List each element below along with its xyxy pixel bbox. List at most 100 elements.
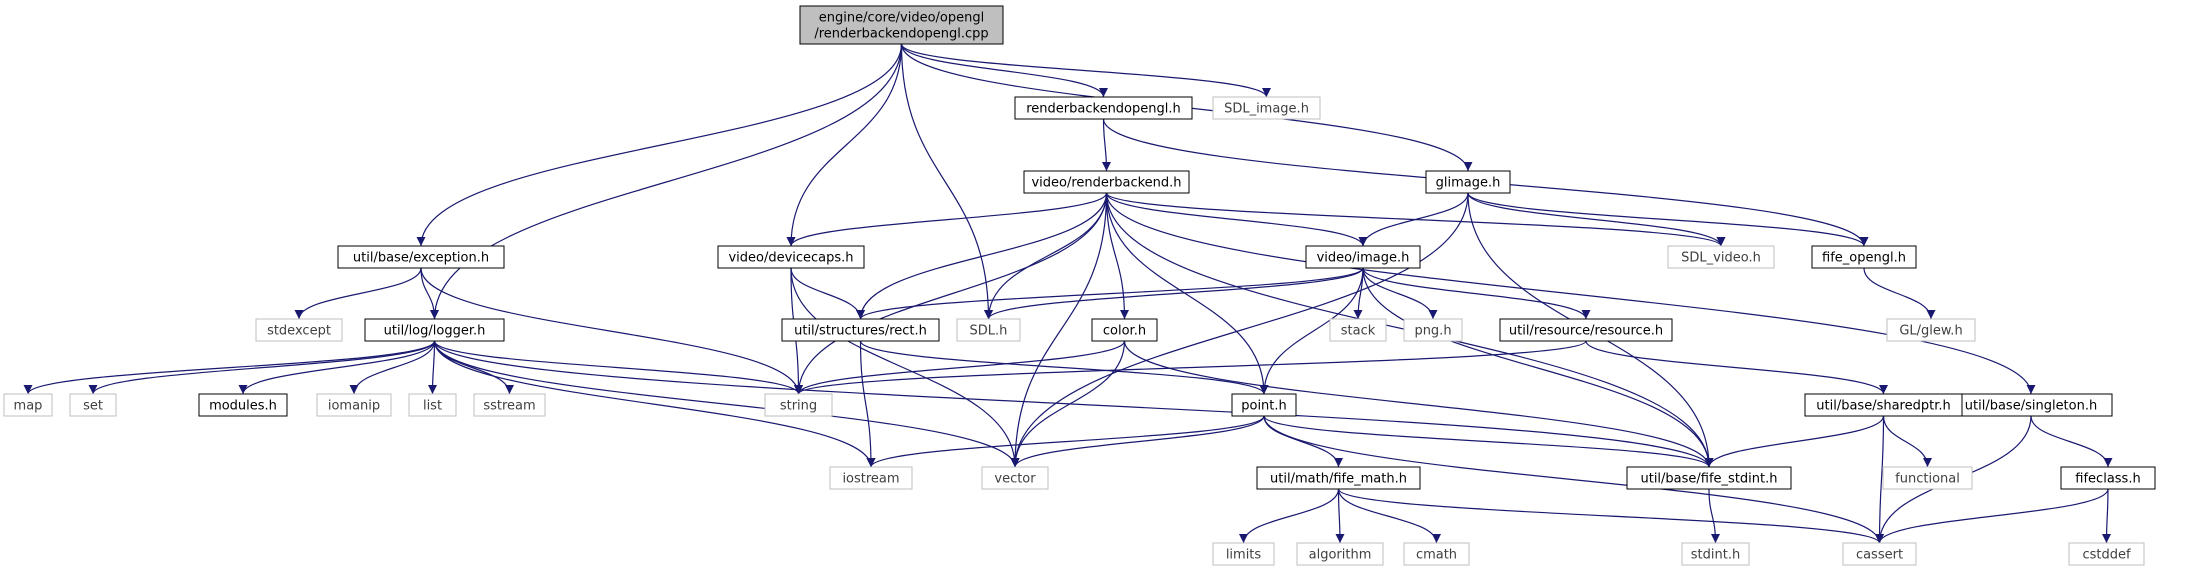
edge-util_resource_resource_h-to-string	[794, 340, 1587, 395]
node-box-list	[408, 393, 457, 417]
node-map: map	[3, 393, 53, 417]
node-video_image_h[interactable]: video/image.h	[1305, 245, 1421, 269]
node-gl_glew_h: GL/glew.h	[1886, 318, 1976, 342]
edge-util_math_fife_math_h-to-cmath	[1337, 488, 1441, 544]
node-label-util_log_logger_h: util/log/logger.h	[384, 324, 486, 339]
edge-util_base_exception_h-to-string	[420, 267, 803, 395]
node-label-stack: stack	[1341, 324, 1376, 339]
edge-util_log_logger_h-to-modules_h	[238, 340, 436, 395]
edge-video_renderbackend_h-to-video_devicecaps_h	[786, 192, 1108, 247]
node-point_h[interactable]: point.h	[1231, 393, 1297, 417]
node-fife_opengl_h[interactable]: fife_opengl.h	[1811, 245, 1917, 269]
edge-util_log_logger_h-to-iostream	[433, 340, 876, 468]
node-util_base_singleton_h[interactable]: util/base/singleton.h	[1949, 393, 2113, 417]
node-sstream: sstream	[473, 393, 546, 417]
node-box-cassert	[1842, 542, 1917, 566]
node-set: set	[69, 393, 117, 417]
node-stdint_h: stdint.h	[1681, 542, 1750, 566]
node-video_renderbackend_h[interactable]: video/renderbackend.h	[1023, 170, 1190, 194]
node-box-util_resource_resource_h	[1499, 318, 1673, 342]
edge-util_base_sharedptr_h-to-cassert	[1875, 415, 1885, 544]
node-box-point_h	[1231, 393, 1297, 417]
node-label-glimage_h: glimage.h	[1436, 176, 1501, 191]
edge-fifeclass_h-to-cassert	[1875, 488, 2109, 544]
edge-video_image_h-to-png_h	[1362, 267, 1438, 320]
edge-root-to-sdl_image_h	[900, 43, 1271, 98]
edge-util_resource_resource_h-to-util_base_sharedptr_h	[1585, 340, 1888, 395]
node-box-fifeclass_h	[2060, 466, 2156, 490]
node-fifeclass_h[interactable]: fifeclass.h	[2060, 466, 2156, 490]
node-color_h[interactable]: color.h	[1091, 318, 1158, 342]
edge-root-to-sdl_h	[900, 43, 993, 320]
edge-point_h-to-vector	[1010, 415, 1265, 468]
node-modules_h[interactable]: modules.h	[198, 393, 288, 417]
node-stack: stack	[1329, 318, 1387, 342]
edge-glimage_h-to-fife_opengl_h	[1467, 192, 1869, 247]
node-iostream: iostream	[829, 466, 913, 490]
node-label-limits: limits	[1226, 548, 1262, 563]
edge-util_math_fife_math_h-to-limits	[1239, 488, 1340, 544]
edge-util_base_sharedptr_h-to-functional	[1882, 415, 1932, 468]
edge-util_math_fife_math_h-to-algorithm	[1335, 488, 1345, 544]
node-box-util_math_fife_math_h	[1256, 466, 1421, 490]
edge-video_renderbackend_h-to-string	[794, 192, 1108, 395]
node-sdl_h: SDL.h	[956, 318, 1021, 342]
node-label-util_structures_rect_h: util/structures/rect.h	[794, 324, 927, 339]
edge-video_image_h-to-point_h	[1259, 267, 1364, 395]
edge-fifeclass_h-to-cstddef	[2102, 488, 2112, 544]
node-root[interactable]: engine/core/video/opengl/renderbackendop…	[799, 5, 1004, 45]
node-label-stdexcept: stdexcept	[267, 324, 331, 339]
edge-video_renderbackend_h-to-vector	[1010, 192, 1108, 468]
edge-util_log_logger_h-to-iomanip	[349, 340, 436, 395]
node-util_base_fife_stdint_h[interactable]: util/base/fife_stdint.h	[1626, 466, 1792, 490]
node-box-cmath	[1403, 542, 1470, 566]
edge-util_base_singleton_h-to-fifeclass_h	[2030, 415, 2113, 468]
node-glimage_h[interactable]: glimage.h	[1425, 170, 1511, 194]
edge-util_math_fife_math_h-to-cassert	[1337, 488, 1884, 544]
node-util_resource_resource_h[interactable]: util/resource/resource.h	[1499, 318, 1673, 342]
edge-glimage_h-to-video_image_h	[1358, 192, 1469, 247]
edge-util_log_logger_h-to-list	[428, 340, 438, 395]
edge-video_renderbackend_h-to-video_image_h	[1105, 192, 1368, 247]
node-box-video_devicecaps_h	[717, 245, 865, 269]
edge-point_h-to-cassert	[1263, 415, 1884, 544]
node-util_structures_rect_h[interactable]: util/structures/rect.h	[781, 318, 940, 342]
node-box-util_log_logger_h	[364, 318, 505, 342]
node-list: list	[408, 393, 457, 417]
node-label-util_math_fife_math_h: util/math/fife_math.h	[1270, 472, 1407, 487]
node-util_base_sharedptr_h[interactable]: util/base/sharedptr.h	[1804, 393, 1963, 417]
node-label-color_h: color.h	[1103, 324, 1146, 339]
node-box-sdl_image_h	[1212, 96, 1321, 120]
node-util_log_logger_h[interactable]: util/log/logger.h	[364, 318, 505, 342]
node-box-sdl_h	[956, 318, 1021, 342]
node-label-fife_opengl_h: fife_opengl.h	[1822, 251, 1906, 266]
node-box-renderbackendopengl_h	[1014, 96, 1193, 120]
node-label-sdl_h: SDL.h	[970, 324, 1008, 339]
node-util_math_fife_math_h[interactable]: util/math/fife_math.h	[1256, 466, 1421, 490]
node-sdl_image_h: SDL_image.h	[1212, 96, 1321, 120]
edge-renderbackendopengl_h-to-video_renderbackend_h	[1101, 118, 1111, 172]
edge-video_image_h-to-util_resource_resource_h	[1362, 267, 1591, 320]
node-label-vector: vector	[994, 472, 1036, 487]
node-label-sdl_video_h: SDL_video.h	[1681, 251, 1761, 266]
node-box-algorithm	[1296, 542, 1384, 566]
node-label-png_h: png.h	[1414, 324, 1451, 339]
node-label-gl_glew_h: GL/glew.h	[1899, 324, 1962, 339]
node-box-util_structures_rect_h	[781, 318, 940, 342]
node-box-stdexcept	[255, 318, 343, 342]
edge-video_renderbackend_h-to-util_base_singleton_h	[1105, 192, 2036, 395]
node-label-video_renderbackend_h: video/renderbackend.h	[1031, 176, 1181, 191]
node-video_devicecaps_h[interactable]: video/devicecaps.h	[717, 245, 865, 269]
edge-util_log_logger_h-to-util_base_fife_stdint_h	[433, 340, 1714, 468]
nodes-layer: engine/core/video/opengl/renderbackendop…	[3, 5, 2156, 566]
edge-video_devicecaps_h-to-util_structures_rect_h	[790, 267, 865, 320]
edge-util_base_sharedptr_h-to-util_base_fife_stdint_h	[1704, 415, 1885, 468]
node-box-modules_h	[198, 393, 288, 417]
node-label-renderbackendopengl_h: renderbackendopengl.h	[1026, 102, 1181, 117]
edge-video_image_h-to-util_base_fife_stdint_h	[1362, 267, 1714, 468]
node-box-iostream	[829, 466, 913, 490]
node-util_base_exception_h[interactable]: util/base/exception.h	[337, 245, 505, 269]
node-renderbackendopengl_h[interactable]: renderbackendopengl.h	[1014, 96, 1193, 120]
node-box-limits	[1212, 542, 1275, 566]
node-label-set: set	[83, 399, 103, 414]
